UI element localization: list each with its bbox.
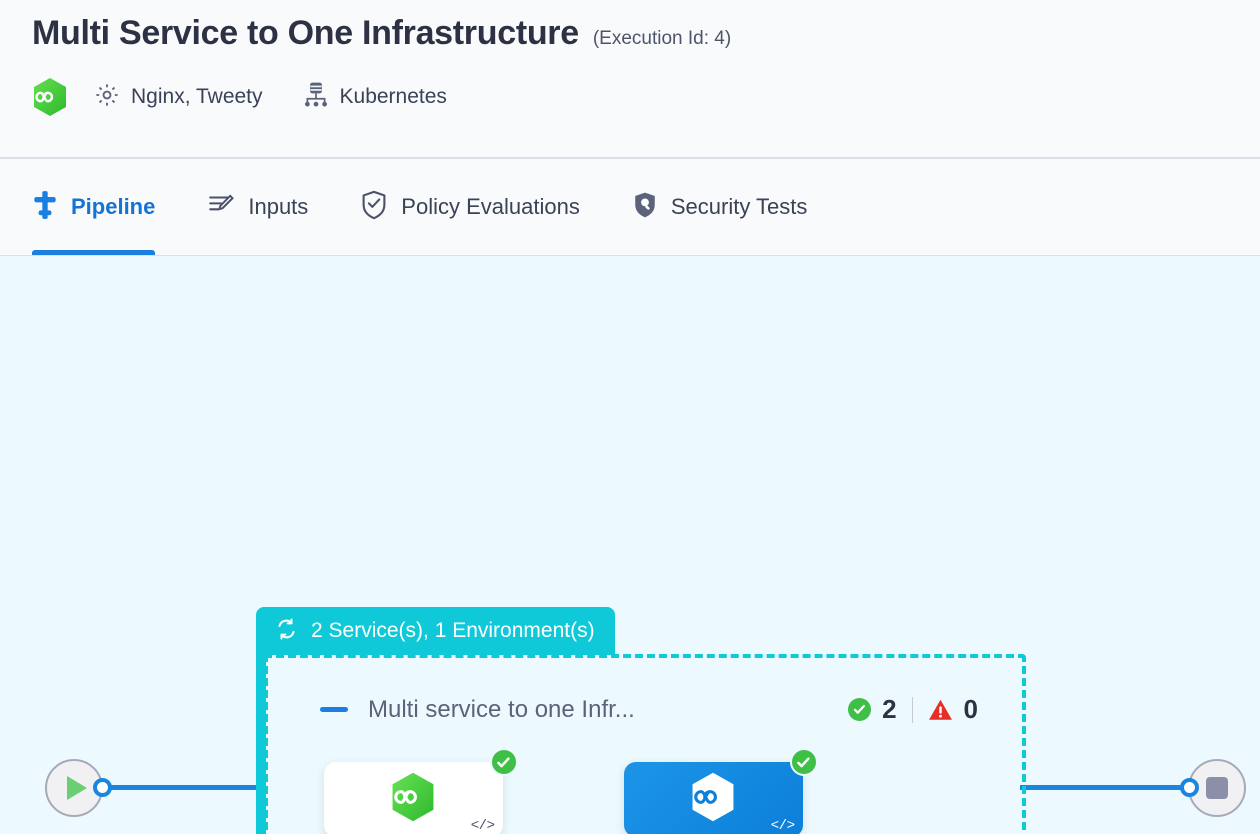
shield-search-icon <box>632 190 658 225</box>
loop-repeat-icon <box>274 618 299 645</box>
success-count: 2 <box>882 694 897 724</box>
wire-group-to-end <box>1020 785 1185 790</box>
group-banner[interactable]: 2 Service(s), 1 Environment(s) <box>256 607 615 655</box>
meta-row: Nginx, Tweety Kubernetes <box>32 77 1228 117</box>
tab-policy-evaluations[interactable]: Policy Evaluations <box>360 159 602 255</box>
services-text: Nginx, Tweety <box>131 85 263 108</box>
group-spine <box>256 648 266 834</box>
tab-label-pipeline: Pipeline <box>71 194 156 219</box>
tab-bar: Pipeline Inputs Policy Evaluations <box>0 159 1260 256</box>
hexagon-infinity-icon <box>390 771 436 828</box>
infrastructure-text: Kubernetes <box>339 85 447 108</box>
node-card[interactable]: </> <box>623 748 818 834</box>
tab-inputs[interactable]: Inputs <box>207 159 330 255</box>
tab-security-tests[interactable]: Security Tests <box>632 159 830 255</box>
edit-lines-icon <box>207 191 235 224</box>
code-brackets-icon[interactable]: </> <box>770 818 795 834</box>
code-brackets-icon[interactable]: </> <box>470 818 495 834</box>
tab-pipeline[interactable]: Pipeline <box>32 159 177 255</box>
group-card[interactable]: Multi service to one Infr... 2 0 <box>264 654 1026 834</box>
hexagon-infinity-logo-icon <box>32 77 68 117</box>
cluster-server-icon <box>303 81 329 114</box>
collapse-minus-icon[interactable] <box>320 707 348 712</box>
gear-icon <box>94 82 120 113</box>
node-nginx: </> (Nginx): Multi service to one... <box>298 748 528 834</box>
stop-icon <box>1206 777 1228 799</box>
shield-check-icon <box>360 190 388 225</box>
group-name: Multi service to one Infr... <box>368 695 635 723</box>
services-meta: Nginx, Tweety <box>94 82 263 113</box>
execution-id: (Execution Id: 4) <box>592 28 732 49</box>
group-counts: 2 0 <box>848 694 978 725</box>
count-divider <box>911 696 913 723</box>
play-icon <box>67 776 87 800</box>
end-port[interactable] <box>1180 778 1199 797</box>
group-header-row: Multi service to one Infr... 2 0 <box>320 694 978 725</box>
hexagon-infinity-icon <box>690 771 736 828</box>
tab-label-policy-evaluations: Policy Evaluations <box>401 194 580 219</box>
node-card[interactable]: </> <box>323 748 518 834</box>
title-row: Multi Service to One Infrastructure (Exe… <box>32 14 1228 53</box>
page-header: Multi Service to One Infrastructure (Exe… <box>0 0 1260 159</box>
check-circle-icon <box>789 748 818 776</box>
tab-label-security-tests: Security Tests <box>670 194 808 219</box>
page-title: Multi Service to One Infrastructure <box>32 14 579 52</box>
start-port[interactable] <box>93 778 112 797</box>
warning-triangle-icon <box>928 698 953 721</box>
node-tweety: </> (Tweety, {"__uuid":... <box>598 748 828 834</box>
group-banner-label: 2 Service(s), 1 Environment(s) <box>311 619 595 642</box>
check-circle-icon <box>489 748 518 776</box>
tab-label-inputs: Inputs <box>248 194 309 219</box>
check-circle-icon <box>848 698 872 721</box>
error-count: 0 <box>963 694 978 724</box>
wire-start-to-group <box>105 785 265 790</box>
pipeline-canvas[interactable]: 2 Service(s), 1 Environment(s) Multi ser… <box>0 256 1260 834</box>
pipeline-icon <box>32 190 58 225</box>
infrastructure-meta: Kubernetes <box>303 81 447 114</box>
